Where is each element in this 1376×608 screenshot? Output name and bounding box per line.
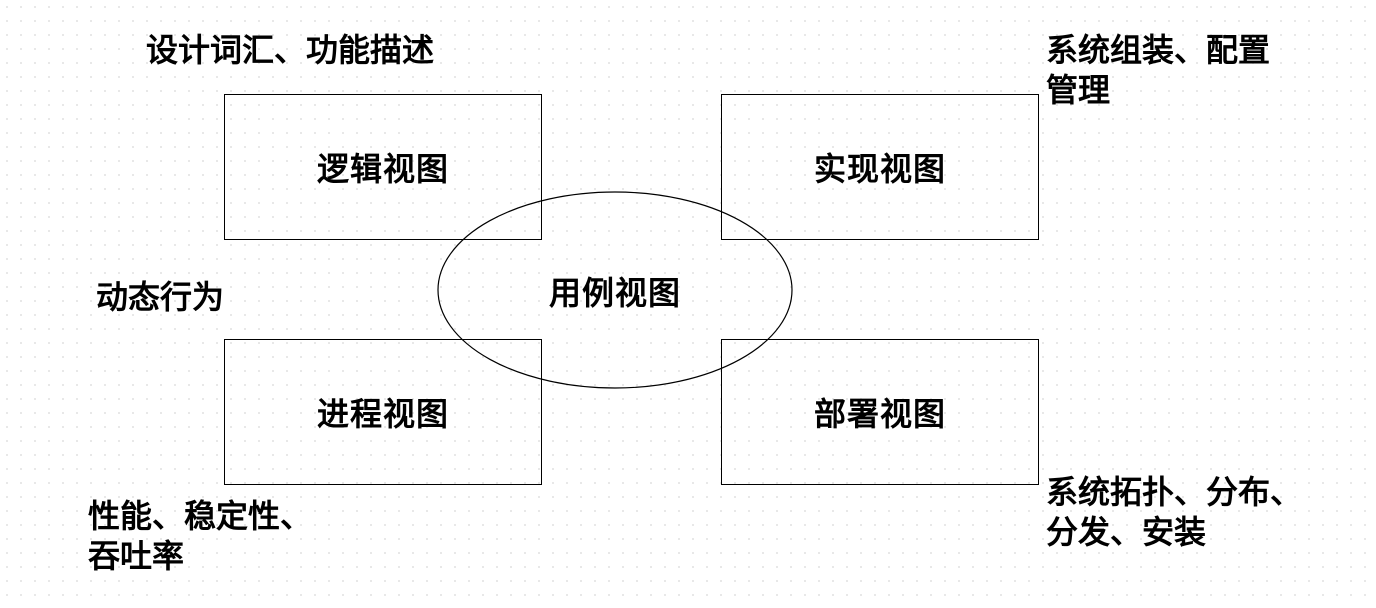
process-view-box: 进程视图 — [224, 339, 542, 485]
deployment-note-line2: 分发、安装 — [1046, 513, 1207, 551]
deployment-view-note: 系统拓扑、分布、 分发、安装 — [1046, 472, 1302, 552]
implementation-view-box: 实现视图 — [721, 94, 1039, 240]
implementation-view-note: 系统组装、配置 管理 — [1046, 30, 1270, 110]
deployment-view-box: 部署视图 — [721, 339, 1039, 485]
implementation-view-label: 实现视图 — [813, 150, 946, 188]
logical-view-label: 逻辑视图 — [316, 150, 449, 188]
logical-view-note: 设计词汇、功能描述 — [146, 31, 435, 69]
deployment-view-label: 部署视图 — [813, 395, 946, 433]
implementation-note-line2: 管理 — [1046, 71, 1111, 109]
use-case-view-label: 用例视图 — [548, 274, 681, 312]
logical-view-box: 逻辑视图 — [224, 94, 542, 240]
process-view-note: 性能、稳定性、 吞吐率 — [88, 496, 312, 576]
process-view-label: 进程视图 — [316, 395, 449, 433]
implementation-note-line1: 系统组装、配置 — [1046, 31, 1271, 69]
dynamic-behavior-note: 动态行为 — [96, 278, 225, 316]
process-note-line1: 性能、稳定性、 — [88, 497, 313, 535]
deployment-note-line1: 系统拓扑、分布、 — [1046, 473, 1303, 511]
process-note-line2: 吞吐率 — [88, 537, 185, 575]
